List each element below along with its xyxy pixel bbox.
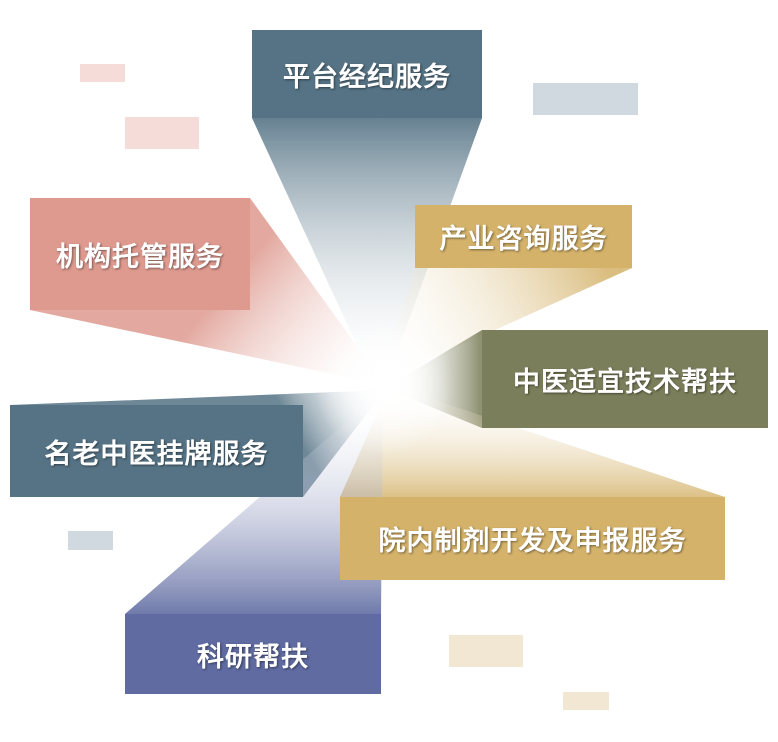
service-platform: 平台经纪服务 <box>252 30 482 118</box>
ray-research <box>125 390 383 614</box>
service-famous-doctor-label: 名老中医挂牌服务 <box>44 438 269 470</box>
service-research-label: 科研帮扶 <box>197 641 309 673</box>
service-famous-doctor: 名老中医挂牌服务 <box>10 405 303 497</box>
deco-rect <box>449 635 523 667</box>
service-hospital-prep-label: 院内制剂开发及申报服务 <box>378 526 687 557</box>
ray-platform <box>252 118 482 378</box>
service-industry: 产业咨询服务 <box>415 205 632 268</box>
service-tcm-tech-label: 中医适宜技术帮扶 <box>513 366 737 398</box>
service-tcm-tech: 中医适宜技术帮扶 <box>482 330 768 428</box>
service-institution: 机构托管服务 <box>30 198 250 310</box>
center-glow <box>315 315 455 455</box>
deco-rect <box>533 83 638 115</box>
service-research: 科研帮扶 <box>125 614 381 694</box>
service-institution-label: 机构托管服务 <box>56 241 224 273</box>
ray-institution <box>30 198 385 385</box>
service-hospital-prep: 院内制剂开发及申报服务 <box>340 497 725 580</box>
deco-rect <box>125 117 199 149</box>
service-platform-label: 平台经纪服务 <box>283 61 451 93</box>
service-industry-label: 产业咨询服务 <box>439 224 608 255</box>
deco-rect <box>80 64 125 82</box>
deco-rect <box>68 531 113 550</box>
deco-rect <box>563 692 609 710</box>
